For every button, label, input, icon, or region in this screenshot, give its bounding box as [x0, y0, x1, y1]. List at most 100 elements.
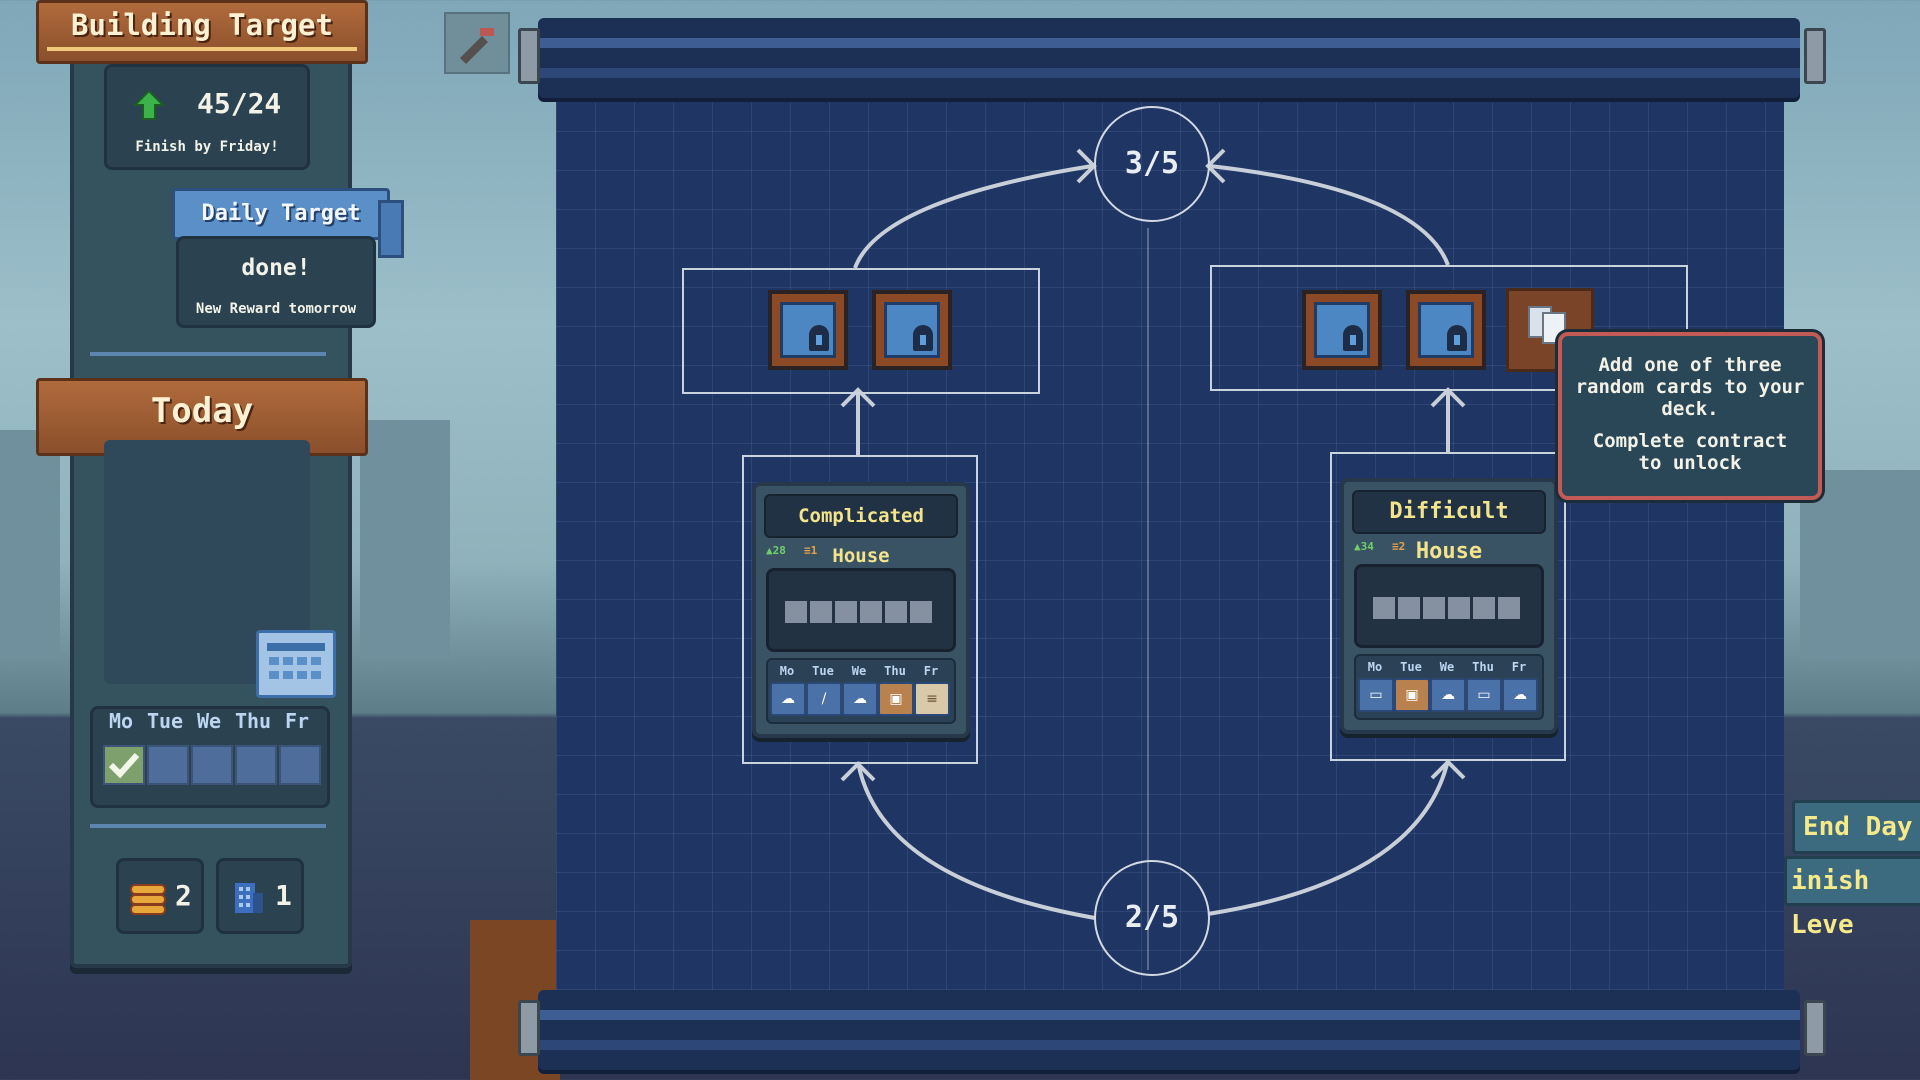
- progress-segment: [1398, 597, 1420, 619]
- building-target-box: 45/24 Finish by Friday!: [104, 64, 310, 170]
- week-label: Mo: [1367, 660, 1383, 674]
- divider: [90, 352, 326, 356]
- background-building: [0, 430, 60, 660]
- coin-stack-icon: [129, 877, 167, 921]
- coin-cost-value: 1: [810, 544, 818, 557]
- week-day-box: [147, 745, 189, 785]
- week-label: Fr: [923, 664, 939, 678]
- coins-counter: 2: [116, 858, 204, 934]
- week-day-label: Thu: [234, 709, 272, 733]
- building-target-deadline: Finish by Friday!: [135, 139, 279, 155]
- reward-group-left: [682, 268, 1040, 394]
- lock-icon: [1447, 325, 1467, 351]
- contract-card-complicated-house[interactable]: Complicated House ▲28 ≡1 Mo Tue We Thu F…: [752, 482, 970, 738]
- locked-reward-chest[interactable]: [1406, 290, 1486, 370]
- week-label: Mo: [779, 664, 795, 678]
- week-day-label: Fr: [284, 709, 310, 733]
- week-label: Tue: [812, 664, 834, 678]
- contract-week: Mo Tue We Thu Fr ▭ ▣ ☁ ▭ ☁: [1354, 654, 1544, 720]
- progress-segment: [1373, 597, 1395, 619]
- truck-icon: ▭: [1466, 678, 1502, 712]
- week-day-box: [235, 745, 277, 785]
- roller-cap: [1804, 28, 1826, 84]
- week-label: Thu: [1472, 660, 1494, 674]
- progress-node-bottom: 2/5: [1094, 860, 1210, 976]
- contract-frame-left: [742, 455, 978, 764]
- locked-reward-chest[interactable]: [1302, 290, 1382, 370]
- finish-level-label: inish Leve: [1791, 866, 1870, 940]
- week-label: Thu: [884, 664, 906, 678]
- coin-cost-stat: ≡1: [804, 544, 818, 557]
- week-day-box: [279, 745, 321, 785]
- divider: [90, 824, 326, 828]
- progress-segment: [1473, 597, 1495, 619]
- building-target-progress: 45/24: [197, 87, 282, 120]
- contract-frame-right: [1330, 452, 1566, 761]
- finish-level-button[interactable]: inish Leve: [1784, 856, 1920, 940]
- week-label: Tue: [1400, 660, 1422, 674]
- daily-target-note: New Reward tomorrow: [195, 301, 357, 317]
- progress-segment: [885, 601, 907, 623]
- progress-segment: [785, 601, 807, 623]
- lock-icon: [809, 325, 829, 351]
- crate-icon: ▣: [878, 682, 914, 716]
- progress-segment: [810, 601, 832, 623]
- roller-cap: [1804, 1000, 1826, 1056]
- reward-group-right: [1210, 265, 1688, 391]
- building-target-banner: Building Target: [36, 0, 368, 64]
- build-points-stat: ▲28: [766, 544, 786, 557]
- build-points-value: 28: [772, 544, 786, 557]
- contract-card-difficult-house[interactable]: Difficult House ▲34 ≡2 Mo Tue We Thu Fr …: [1340, 478, 1558, 734]
- tooltip-description: Add one of three random cards to your de…: [1575, 354, 1805, 420]
- week-tracker: Mo Tue We Thu Fr: [90, 706, 330, 808]
- crate-icon: ▣: [1394, 678, 1430, 712]
- buildings-counter: 1: [216, 858, 304, 934]
- progress-node-top: 3/5: [1094, 106, 1210, 222]
- background-building: [1800, 470, 1920, 660]
- cloud-sun-icon: ☁: [842, 682, 878, 716]
- cloud-sun-icon: ☁: [1502, 678, 1538, 712]
- contract-title: Complicated House: [764, 494, 958, 567]
- hammer-tool-icon[interactable]: [444, 12, 510, 74]
- building-target-title: Building Target: [71, 8, 333, 42]
- daily-target-box: done! New Reward tomorrow: [176, 236, 376, 328]
- coin-cost-value: 2: [1398, 540, 1406, 553]
- locked-reward-chest[interactable]: [768, 290, 848, 370]
- scroll-bottom-roller: [538, 990, 1800, 1070]
- reward-tooltip: Add one of three random cards to your de…: [1558, 332, 1822, 500]
- progress-segment: [1498, 597, 1520, 619]
- daily-target-status: done!: [241, 255, 311, 281]
- build-points-value: 34: [1360, 540, 1374, 553]
- scroll-icon: ≡: [914, 682, 950, 716]
- progress-segment: [910, 601, 932, 623]
- upgrade-arrow-icon: [132, 89, 166, 125]
- cloud-sun-icon: ☁: [1430, 678, 1466, 712]
- calendar-icon[interactable]: [256, 630, 336, 698]
- end-day-label: End Day: [1803, 812, 1913, 842]
- build-points-stat: ▲34: [1354, 540, 1374, 553]
- week-label: Fr: [1511, 660, 1527, 674]
- week-day-label: Mo: [108, 709, 134, 733]
- daily-target-label: Daily Target: [201, 201, 361, 226]
- lock-icon: [913, 325, 933, 351]
- week-label: We: [1439, 660, 1455, 674]
- contract-title: Difficult House: [1352, 490, 1546, 564]
- coins-value: 2: [175, 879, 192, 912]
- building-icon: [233, 877, 265, 919]
- today-title: Today: [150, 391, 254, 431]
- background-building: [360, 420, 450, 660]
- progress-segment: [1448, 597, 1470, 619]
- brush-icon: /: [806, 682, 842, 716]
- locked-reward-chest[interactable]: [872, 290, 952, 370]
- scroll-top-roller: [538, 18, 1800, 98]
- checkmark-icon: [108, 752, 140, 779]
- coin-cost-stat: ≡2: [1392, 540, 1406, 553]
- end-day-button[interactable]: End Day: [1792, 800, 1920, 854]
- daily-target-tab-edge: [378, 200, 404, 258]
- progress-segment: [860, 601, 882, 623]
- contract-progress-box: [766, 568, 956, 652]
- contract-week: Mo Tue We Thu Fr ☁ / ☁ ▣ ≡: [766, 658, 956, 724]
- tooltip-unlock-note: Complete contract to unlock: [1592, 430, 1788, 474]
- cloud-sun-icon: ☁: [770, 682, 806, 716]
